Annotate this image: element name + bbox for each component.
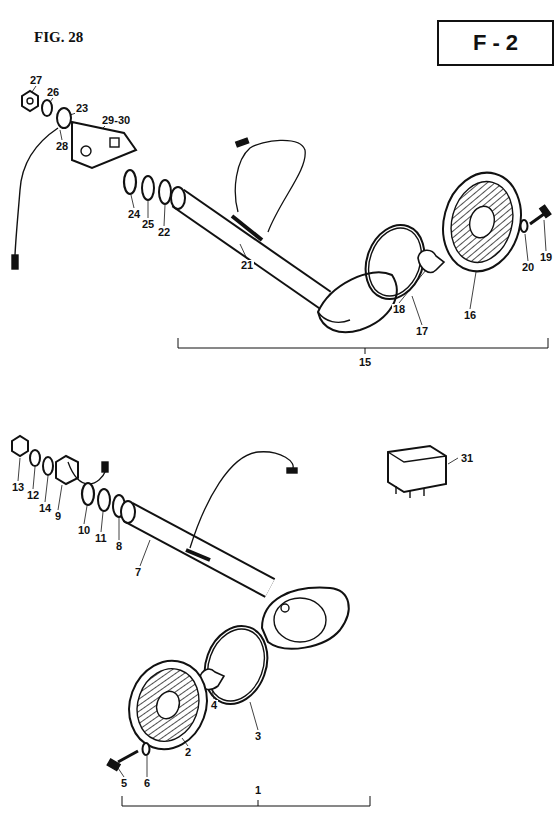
callout-number: 3 <box>254 731 262 742</box>
callout-number: 18 <box>392 304 406 315</box>
callout-number: 16 <box>463 310 477 321</box>
callout-number: 8 <box>115 541 123 552</box>
callout-number: 28 <box>55 141 69 152</box>
callout-number: 21 <box>240 260 254 271</box>
callout-number: 27 <box>29 75 43 86</box>
figure-title: FIG. 28 <box>34 30 83 45</box>
page-code-box: F - 2 <box>437 20 554 66</box>
callout-number: 23 <box>75 103 89 114</box>
callout-number: 24 <box>127 209 141 220</box>
callout-number: 9 <box>54 511 62 522</box>
callout-number: 1 <box>254 785 262 796</box>
callout-number: 5 <box>120 778 128 789</box>
page-code: F - 2 <box>473 30 518 56</box>
callout-number: 26 <box>46 87 60 98</box>
callout-number: 17 <box>415 326 429 337</box>
callout-number: 11 <box>94 533 108 544</box>
callout-number: 25 <box>141 219 155 230</box>
callout-number: 7 <box>134 567 142 578</box>
callout-number: 10 <box>77 525 91 536</box>
callout-number: 12 <box>26 490 40 501</box>
callout-number: 31 <box>460 453 474 464</box>
callout-number: 6 <box>143 778 151 789</box>
callout-number: 2 <box>184 747 192 758</box>
callout-number: 14 <box>38 503 52 514</box>
callout-number: 22 <box>157 227 171 238</box>
callout-number: 4 <box>210 700 218 711</box>
callout-number: 29-30 <box>101 115 131 126</box>
callout-number: 13 <box>11 482 25 493</box>
callout-number: 15 <box>358 357 372 368</box>
callout-number: 20 <box>521 262 535 273</box>
callout-number: 19 <box>539 252 553 263</box>
